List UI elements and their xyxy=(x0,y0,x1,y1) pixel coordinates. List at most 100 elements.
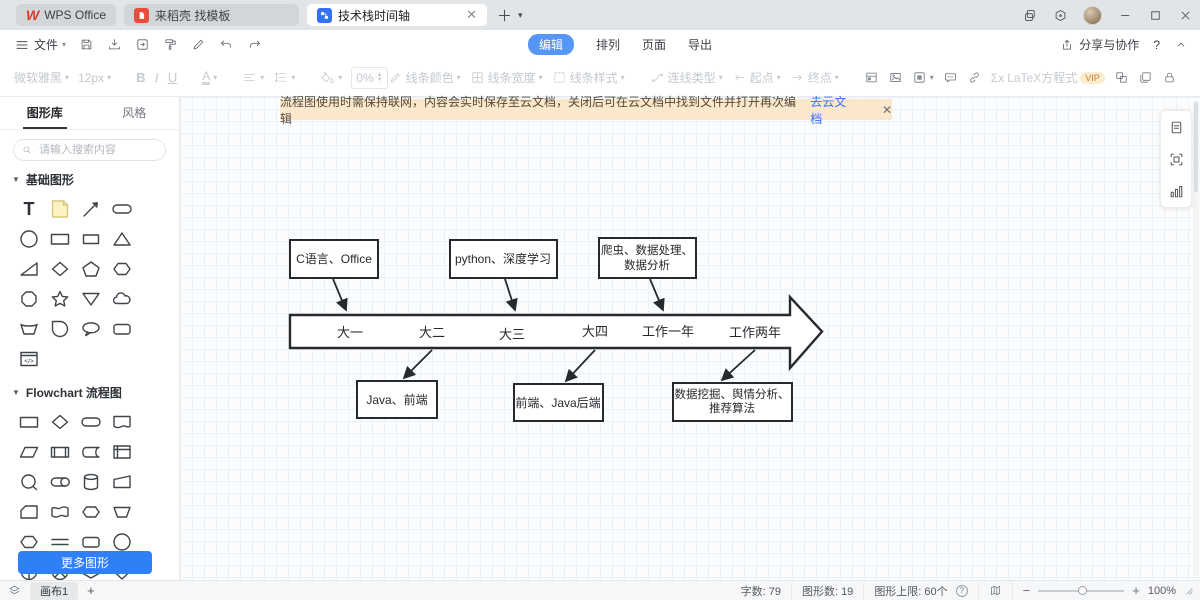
diagram-box[interactable] xyxy=(598,237,697,279)
tab-document-active[interactable]: 技术栈时间轴 ✕ xyxy=(307,4,488,26)
shape-preparation-icon[interactable] xyxy=(79,500,103,524)
shape-right-triangle-icon[interactable] xyxy=(17,257,41,281)
close-window-icon[interactable] xyxy=(1170,0,1200,30)
workspace-icon[interactable] xyxy=(1015,0,1045,30)
connector-arrow[interactable] xyxy=(720,349,756,382)
shape-triangle-down-icon[interactable] xyxy=(79,287,103,311)
shape-paper-tape-icon[interactable] xyxy=(48,500,72,524)
layers-icon[interactable] xyxy=(8,584,21,597)
comment-button[interactable] xyxy=(943,70,958,85)
ribbon-tab-export[interactable]: 导出 xyxy=(688,38,713,52)
diagram-box-text[interactable]: 数据分析 xyxy=(624,258,670,272)
link-button[interactable] xyxy=(967,70,982,85)
save-button[interactable] xyxy=(79,37,94,52)
shape-speech-bubble-icon[interactable] xyxy=(79,317,103,341)
font-family-select[interactable]: 微软雅黑▾ xyxy=(14,71,70,85)
file-menu-button[interactable]: 文件 ▾ xyxy=(14,36,66,53)
section-collapse-icon[interactable]: ▼ xyxy=(12,388,20,397)
flowchart-diagram[interactable]: 大一 大二 大三 大四 工作一年 工作两年 C语言、Office python、… xyxy=(180,97,1190,580)
timeline-arrow-shape[interactable] xyxy=(288,293,824,372)
opacity-spinner[interactable]: 0% ▲▼ xyxy=(351,66,388,89)
diagram-box[interactable] xyxy=(672,382,793,422)
shape-circle-icon[interactable] xyxy=(110,530,134,554)
shape-banner-icon[interactable] xyxy=(17,317,41,341)
shape-arrow-line-icon[interactable] xyxy=(79,197,103,221)
diagram-box[interactable] xyxy=(289,239,379,279)
shape-document-icon[interactable] xyxy=(110,410,134,434)
search-input[interactable] xyxy=(37,143,157,157)
canvas-frame-icon[interactable] xyxy=(1164,147,1188,171)
shape-triangle-icon[interactable] xyxy=(110,227,134,251)
shape-rectangle-icon[interactable] xyxy=(48,227,72,251)
minimize-icon[interactable] xyxy=(1110,0,1140,30)
vertical-scrollbar[interactable] xyxy=(1193,100,1199,576)
avatar[interactable] xyxy=(1083,5,1102,25)
tab-list-caret-icon[interactable]: ▾ xyxy=(518,9,523,20)
line-color-button[interactable]: 线条颜色▾ xyxy=(388,69,461,86)
shape-database-icon[interactable] xyxy=(79,470,103,494)
timeline-label[interactable]: 大二 xyxy=(419,325,445,340)
ribbon-tab-edit[interactable]: 编辑 xyxy=(528,34,575,55)
shape-card-icon[interactable] xyxy=(17,500,41,524)
diagram-box-text[interactable]: python、深度学习 xyxy=(455,251,551,266)
underline-button[interactable]: U xyxy=(167,70,178,85)
shape-search-box[interactable] xyxy=(13,139,166,161)
lock-button[interactable] xyxy=(1162,70,1177,85)
insert-image-button[interactable] xyxy=(888,70,903,85)
diagram-box-text[interactable]: 数据挖掘、舆情分析、 xyxy=(675,387,790,401)
format-painter-button[interactable] xyxy=(163,37,178,52)
scrollbar-thumb[interactable] xyxy=(1194,102,1198,192)
end-point-button[interactable]: 终点▾ xyxy=(790,69,839,86)
diagram-box-text[interactable]: 爬虫、数据处理、 xyxy=(601,243,693,257)
connector-arrow[interactable] xyxy=(564,349,596,383)
connector-arrow[interactable] xyxy=(332,278,348,312)
timeline-label[interactable]: 工作一年 xyxy=(642,324,694,339)
share-collab-button[interactable]: 分享与协作 xyxy=(1060,36,1139,53)
more-shapes-button[interactable]: 更多图形 xyxy=(18,551,152,574)
minimap-icon[interactable] xyxy=(989,584,1002,597)
shape-decision-icon[interactable] xyxy=(48,410,72,434)
maximize-icon[interactable] xyxy=(1140,0,1170,30)
bold-button[interactable]: B xyxy=(136,70,146,85)
chart-icon[interactable] xyxy=(1164,179,1188,203)
tab-docer-templates[interactable]: 来稻壳 找模板 xyxy=(124,4,300,26)
timeline-label[interactable]: 大四 xyxy=(582,324,608,339)
zoom-out-button[interactable]: − xyxy=(1022,583,1031,598)
tab-wps-home[interactable]: W WPS Office xyxy=(16,4,117,26)
diagram-box[interactable] xyxy=(513,383,604,422)
ribbon-tab-arrange[interactable]: 排列 xyxy=(596,38,621,52)
redo-button[interactable] xyxy=(247,37,262,52)
download-button[interactable] xyxy=(107,37,122,52)
spinner-arrows-icon[interactable]: ▲▼ xyxy=(376,71,383,83)
help-button[interactable]: ? xyxy=(1153,37,1160,52)
tab-style[interactable]: 风格 xyxy=(122,106,147,120)
font-size-select[interactable]: 12px▾ xyxy=(78,70,112,85)
shape-or-state-icon[interactable] xyxy=(17,470,41,494)
shape-manual-operation-icon[interactable] xyxy=(110,470,134,494)
shape-double-line-icon[interactable] xyxy=(48,530,72,554)
shape-teardrop-icon[interactable] xyxy=(48,317,72,341)
shape-octagon-icon[interactable] xyxy=(17,287,41,311)
help-circle-icon[interactable]: ? xyxy=(955,584,968,597)
diagram-box[interactable] xyxy=(356,380,438,419)
shape-rounded-rectangle-icon[interactable] xyxy=(79,530,103,554)
connector-arrow[interactable] xyxy=(402,349,433,380)
share-out-button[interactable] xyxy=(135,37,150,52)
shape-pill-icon[interactable] xyxy=(110,197,134,221)
shape-cloud-icon[interactable] xyxy=(110,287,134,311)
timeline-label[interactable]: 工作两年 xyxy=(729,325,781,340)
latex-button[interactable]: Σx LaTeX方程式 VIP xyxy=(991,69,1105,86)
align-button[interactable]: ▾ xyxy=(242,70,264,85)
shape-internal-storage-icon[interactable] xyxy=(110,440,134,464)
shape-stored-data-icon[interactable] xyxy=(79,440,103,464)
shape-hexagon-icon[interactable] xyxy=(110,257,134,281)
line-spacing-button[interactable]: ▾ xyxy=(273,70,295,85)
connector-arrow[interactable] xyxy=(504,278,518,312)
copy-style-button[interactable] xyxy=(1138,70,1153,85)
shape-code-block-icon[interactable]: </> xyxy=(17,347,41,371)
diagram-box-text[interactable]: Java、前端 xyxy=(366,392,427,407)
close-tab-icon[interactable]: ✕ xyxy=(466,7,478,22)
shape-direct-data-icon[interactable] xyxy=(48,470,72,494)
shape-predefined-process-icon[interactable] xyxy=(48,440,72,464)
timeline-label[interactable]: 大三 xyxy=(499,327,525,342)
